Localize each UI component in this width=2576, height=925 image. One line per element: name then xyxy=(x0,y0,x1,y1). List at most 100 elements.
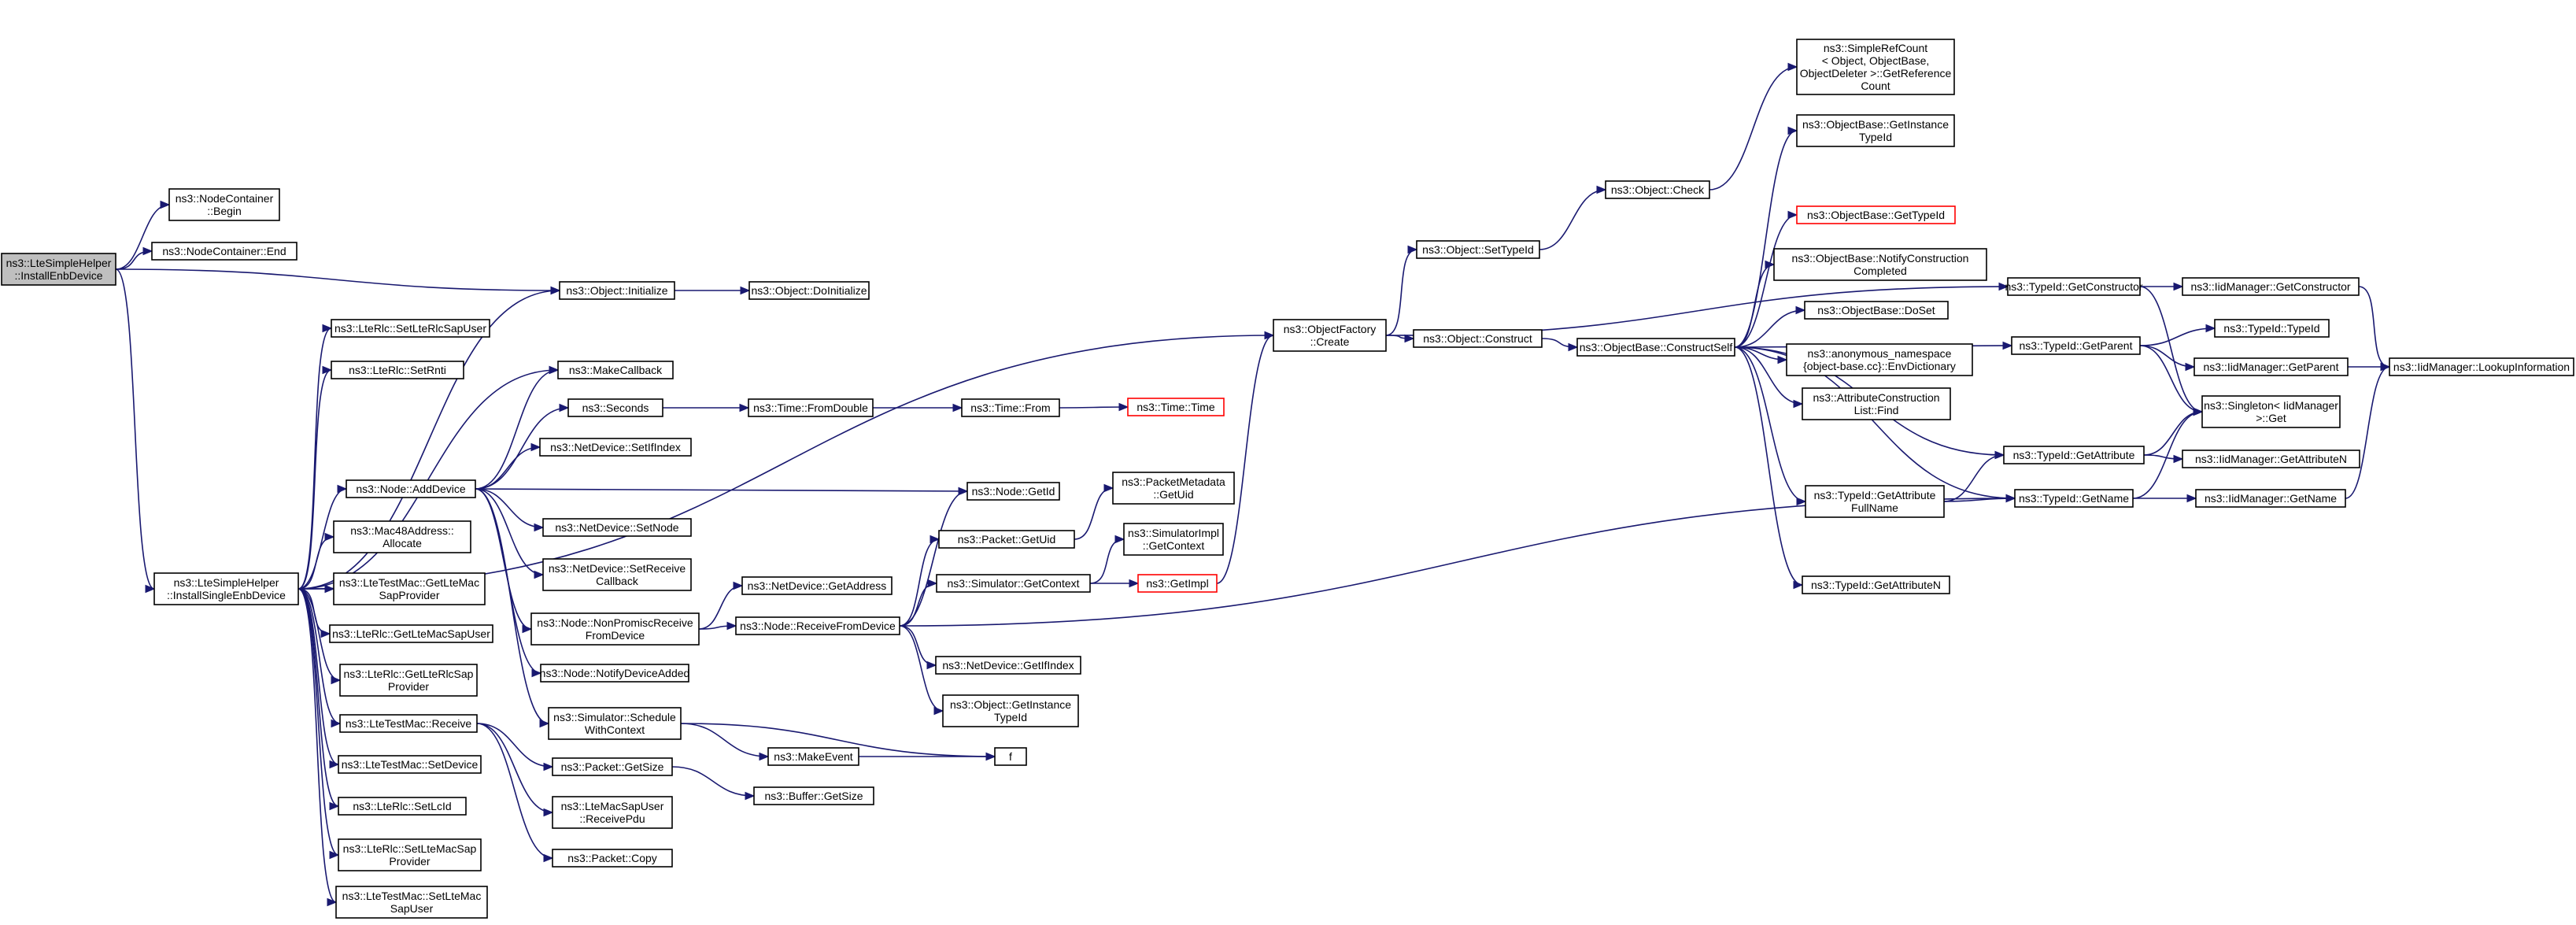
graph-node-n16[interactable]: ns3::PacketMetadata::GetUid xyxy=(1112,472,1235,505)
edge-n47-n56 xyxy=(1541,338,1579,352)
graph-node-n47[interactable]: ns3::Object::Construct xyxy=(1413,329,1543,348)
graph-node-n51[interactable]: ns3::ObjectBase::GetTypeId xyxy=(1796,205,1956,224)
graph-node-n2[interactable]: ns3::NodeContainer::End xyxy=(151,242,298,261)
node-label-line: ns3::Node::NonPromiscReceive xyxy=(537,616,693,629)
graph-node-n66[interactable]: ns3::Singleton< IidManager>::Get xyxy=(2201,395,2341,428)
graph-node-n27[interactable]: ns3::LteTestMac::Receive xyxy=(339,714,478,733)
node-label-line: ns3::NetDevice::SetReceive xyxy=(549,562,686,575)
graph-node-n23[interactable]: ns3::Mac48Address::Allocate xyxy=(333,520,471,553)
node-label-line: ns3::SimpleRefCount xyxy=(1824,42,1927,54)
edge-n14-n8 xyxy=(475,365,560,490)
node-label-line: ns3::LteRlc::GetLteMacSapUser xyxy=(332,627,490,640)
graph-node-n1[interactable]: ns3::NodeContainer::Begin xyxy=(168,188,280,221)
graph-node-n29[interactable]: ns3::LteRlc::SetLcId xyxy=(338,797,467,816)
node-label-line: ns3::Time::From xyxy=(970,401,1050,414)
node-box xyxy=(966,482,1060,501)
graph-node-n45[interactable]: ns3::ObjectFactory::Create xyxy=(1273,319,1387,352)
edge-n33-n34 xyxy=(698,621,737,631)
graph-node-n42[interactable]: ns3::Buffer::GetSize xyxy=(753,786,874,805)
edge-n63-n69 xyxy=(2358,286,2391,372)
graph-node-n69[interactable]: ns3::IidManager::LookupInformation xyxy=(2389,357,2574,376)
node-box xyxy=(741,576,893,595)
graph-node-n62[interactable]: ns3::TypeId::GetName xyxy=(2014,489,2134,508)
graph-node-n11[interactable]: ns3::Time::From xyxy=(961,398,1060,417)
graph-node-n19[interactable]: ns3::Simulator::GetContext xyxy=(936,574,1091,593)
node-box xyxy=(2201,395,2341,428)
graph-node-n46[interactable]: ns3::Object::SetTypeId xyxy=(1416,240,1540,259)
graph-node-n14[interactable]: ns3::Node::AddDevice xyxy=(346,479,476,498)
graph-node-n18[interactable]: ns3::SimulatorImpl::GetContext xyxy=(1123,523,1224,556)
graph-node-n17[interactable]: ns3::Packet::GetUid xyxy=(938,530,1075,549)
node-label-line: ns3::IidManager::GetName xyxy=(2205,492,2337,505)
edge-n3-n4 xyxy=(674,286,751,295)
node-box xyxy=(338,755,482,774)
graph-node-n8[interactable]: ns3::MakeCallback xyxy=(557,361,674,379)
edge-n5-n26 xyxy=(298,588,342,685)
graph-node-n52[interactable]: ns3::ObjectBase::NotifyConstructionCompl… xyxy=(1773,248,1987,281)
graph-node-n61[interactable]: ns3::TypeId::GetAttribute xyxy=(2003,446,2145,464)
edge-n61-n67 xyxy=(2143,454,2184,464)
graph-node-n3[interactable]: ns3::Object::Initialize xyxy=(559,281,675,300)
graph-node-n32[interactable]: ns3::NetDevice::GetAddress xyxy=(741,576,893,595)
graph-node-n65[interactable]: ns3::IidManager::GetParent xyxy=(2193,357,2349,376)
graph-node-n5[interactable]: ns3::LteSimpleHelper::InstallSingleEnbDe… xyxy=(153,572,299,605)
node-label-line: ns3::Seconds xyxy=(582,401,649,414)
node-box xyxy=(331,361,464,379)
graph-node-n4[interactable]: ns3::Object::DoInitialize xyxy=(748,281,870,300)
graph-node-n15[interactable]: ns3::Node::GetId xyxy=(966,482,1060,501)
graph-node-n64[interactable]: ns3::TypeId::TypeId xyxy=(2214,319,2330,338)
node-box xyxy=(1137,574,1218,593)
node-box xyxy=(1,253,116,286)
graph-node-n48[interactable]: ns3::Object::Check xyxy=(1605,180,1710,199)
graph-node-n35[interactable]: ns3::Node::NotifyDeviceAdded xyxy=(540,664,690,683)
graph-node-n6[interactable]: ns3::LteRlc::SetLteRlcSapUser xyxy=(331,319,490,338)
graph-node-n41[interactable]: ns3::Packet::GetSize xyxy=(552,757,673,776)
graph-node-n20[interactable]: ns3::GetImpl xyxy=(1137,574,1218,593)
edge-n56-n51 xyxy=(1734,210,1798,348)
graph-node-n68[interactable]: ns3::IidManager::GetName xyxy=(2195,489,2346,508)
graph-node-n54[interactable]: ns3::anonymous_namespace{object-base.cc}… xyxy=(1786,343,1973,376)
edge-n59-n63 xyxy=(2140,282,2184,291)
graph-node-n49[interactable]: ns3::SimpleRefCount< Object, ObjectBase,… xyxy=(1796,39,1955,95)
graph-node-n58[interactable]: ns3::TypeId::GetAttributeN xyxy=(1802,575,1950,594)
graph-node-n10[interactable]: ns3::Time::FromDouble xyxy=(748,398,874,417)
graph-node-n36[interactable]: ns3::NetDevice::GetIfIndex xyxy=(935,656,1081,675)
graph-node-n44[interactable]: ns3::Packet::Copy xyxy=(552,849,673,868)
graph-node-n63[interactable]: ns3::IidManager::GetConstructor xyxy=(2182,277,2360,296)
graph-node-n7[interactable]: ns3::LteRlc::SetRnti xyxy=(331,361,464,379)
edge-n62-n68 xyxy=(2133,494,2197,503)
graph-node-n53[interactable]: ns3::ObjectBase::DoSet xyxy=(1804,301,1949,320)
graph-node-n67[interactable]: ns3::IidManager::GetAttributeN xyxy=(2182,450,2360,468)
node-label-line: ns3::Object::Check xyxy=(1611,183,1705,196)
node-label-line: ns3::LteRlc::GetLteRlcSap xyxy=(344,668,474,680)
graph-node-n59[interactable]: ns3::TypeId::GetConstructor xyxy=(2005,277,2143,296)
graph-node-n9[interactable]: ns3::Seconds xyxy=(567,398,663,417)
graph-node-n12[interactable]: ns3::Time::Time xyxy=(1127,398,1225,416)
graph-node-n0[interactable]: ns3::LteSimpleHelper::InstallEnbDevice xyxy=(1,253,116,286)
graph-node-n43[interactable]: ns3::LteMacSapUser::ReceivePdu xyxy=(552,796,673,829)
graph-node-n25[interactable]: ns3::LteRlc::GetLteMacSapUser xyxy=(329,624,493,643)
edge-n27-n44 xyxy=(476,723,554,863)
graph-node-n28[interactable]: ns3::LteTestMac::SetDevice xyxy=(338,755,482,774)
graph-node-n60[interactable]: ns3::TypeId::GetParent xyxy=(2011,336,2141,355)
edge-n5-n30 xyxy=(298,588,340,860)
graph-node-n40[interactable]: f xyxy=(994,747,1027,766)
graph-node-n39[interactable]: ns3::MakeEvent xyxy=(767,747,859,766)
graph-node-n13[interactable]: ns3::NetDevice::SetIfIndex xyxy=(539,438,692,457)
graph-node-n56[interactable]: ns3::ObjectBase::ConstructSelf xyxy=(1576,338,1735,357)
graph-node-n34[interactable]: ns3::Node::ReceiveFromDevice xyxy=(735,616,900,635)
node-label-line: ns3::Simulator::GetContext xyxy=(947,577,1079,590)
node-label-line: ns3::TypeId::GetAttribute xyxy=(2013,449,2135,461)
graph-node-n21[interactable]: ns3::NetDevice::SetNode xyxy=(542,518,692,537)
